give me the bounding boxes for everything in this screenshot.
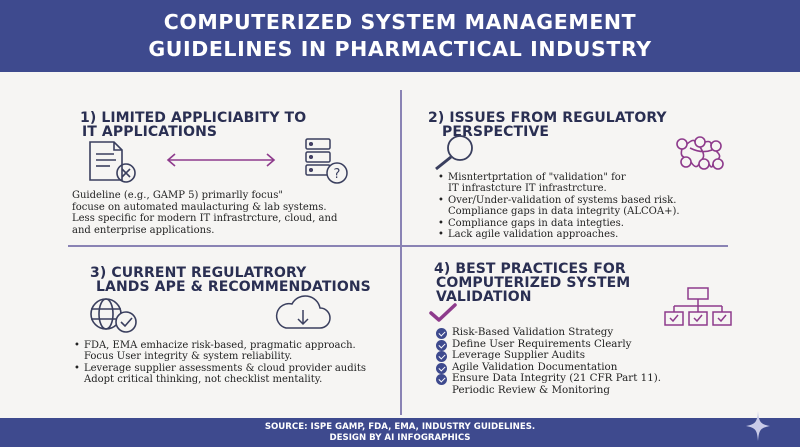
practice-line: Ensure Data Integrity (21 CFR Part 11). xyxy=(452,372,662,385)
list-item: Define User Requirements Clearly xyxy=(436,337,736,351)
practice-line: Leverage Supplier Audits xyxy=(452,349,585,362)
q4-practice-list: Risk-Based Validation Strategy Define Us… xyxy=(436,326,736,397)
checkmark-icon xyxy=(429,303,457,322)
q2-bullet-list: Misntertprtation of "validation" for IT … xyxy=(436,172,736,241)
bullet-line: FDA, EMA emhacize risk-based, pragmatic … xyxy=(84,340,356,351)
q2-heading: 2) ISSUES FROM REGULATORY PERSPECTIVE xyxy=(428,111,728,139)
list-item: Over/Under-validation of systems based r… xyxy=(436,195,736,218)
list-item: Leverage Supplier Audits xyxy=(436,349,736,363)
check-circle-icon xyxy=(436,339,447,351)
bullet-line: Leverage supplier assessments & cloud pr… xyxy=(84,362,366,374)
sparkle-icon xyxy=(746,411,770,441)
vertical-divider xyxy=(400,90,402,415)
bullet-line: Adopt critical thinking, not checklist m… xyxy=(84,374,323,386)
page-title-line2: GUIDELINES IN PHARMACTICAL INDUSTRY xyxy=(148,37,652,61)
practice-line: Risk-Based Validation Strategy xyxy=(452,326,614,338)
magnifier-icon xyxy=(435,135,473,171)
bullet-line: Focus User integrity & system reliabilit… xyxy=(84,351,293,363)
bullet-line: Misntertprtation of "validation" for xyxy=(448,172,626,183)
footer-source: SOURCE: ISPE GAMP, FDA, EMA, INDUSTRY GU… xyxy=(264,422,536,432)
org-chart-icon xyxy=(664,287,732,326)
q4-heading-line3: VALIDATION xyxy=(436,289,532,305)
q3-heading-line2: LANDS APE & RECOMMENDATIONS xyxy=(96,279,371,295)
page-title-line1: COMPUTERIZED SYSTEM MANAGEMENT xyxy=(163,10,637,34)
header-banner: COMPUTERIZED SYSTEM MANAGEMENT GUIDELINE… xyxy=(0,0,800,72)
q2-heading-line1: 2) ISSUES FROM REGULATORY xyxy=(428,110,667,126)
horizontal-divider xyxy=(68,245,728,247)
bullet-line: Compliance gaps in data integrity (ALCOA… xyxy=(448,206,680,218)
cloud-download-icon xyxy=(275,295,331,329)
footer-credit: DESIGN BY AI INFOGRAPHICS xyxy=(329,433,471,443)
practice-line: Agile Validation Documentation xyxy=(452,360,618,373)
double-arrow-icon xyxy=(166,153,276,167)
list-item: Risk-Based Validation Strategy xyxy=(436,326,736,339)
list-item: Agile Validation Documentation xyxy=(436,360,736,374)
check-circle-icon xyxy=(436,351,447,363)
list-item: Lack agile validation approaches. xyxy=(436,229,736,241)
list-item: Leverage supplier assessments & cloud pr… xyxy=(72,363,397,386)
q1-heading: 1) LIMITED APPLICIABITY TO IT APPLICATIO… xyxy=(80,111,390,139)
list-item: Misntertprtation of "validation" for IT … xyxy=(436,172,736,195)
bullet-line: Over/Under-validation of systems based r… xyxy=(448,194,677,206)
bullet-line: Lack agile validation approaches. xyxy=(448,229,619,241)
check-circle-icon xyxy=(436,362,447,374)
q1-heading-line2: IT APPLICATIONS xyxy=(82,124,218,140)
q1-body: Guideline (e.g., GAMP 5) primarlly focus… xyxy=(72,190,392,236)
q1-body-line: and enterprise applications. xyxy=(72,224,215,236)
list-item: FDA, EMA emhacize risk-based, pragmatic … xyxy=(72,340,397,363)
svg-text:?: ? xyxy=(334,167,341,182)
check-circle-icon xyxy=(436,374,447,386)
globe-check-icon xyxy=(90,298,137,333)
q3-heading: 3) CURRENT REGULATRORY LANDS APE & RECOM… xyxy=(72,266,392,294)
footer-banner: SOURCE: ISPE GAMP, FDA, EMA, INDUSTRY GU… xyxy=(0,418,800,447)
q4-heading: 4) BEST PRACTICES FOR COMPUTERIZED SYSTE… xyxy=(428,262,728,304)
server-question-icon: ? xyxy=(305,138,348,184)
q1-body-line: Guideline (e.g., GAMP 5) primarlly focus… xyxy=(72,190,283,201)
q2-heading-line2: PERSPECTIVE xyxy=(442,124,550,140)
list-item: Ensure Data Integrity (21 CFR Part 11).P… xyxy=(436,373,736,396)
q4-heading-line2: COMPUTERIZED SYSTEM xyxy=(436,275,631,291)
check-circle-icon xyxy=(436,328,447,339)
tangled-network-icon xyxy=(676,136,724,170)
document-cross-icon xyxy=(89,141,136,183)
practice-line: Periodic Review & Monitoring xyxy=(452,383,610,396)
q1-heading-line1: 1) LIMITED APPLICIABITY TO xyxy=(80,110,307,126)
q1-body-line: focuse on automated maulacturing & lab s… xyxy=(72,201,327,213)
q3-heading-line1: 3) CURRENT REGULATRORY xyxy=(90,265,307,281)
bullet-line: Compliance gaps in data integties. xyxy=(448,217,624,229)
q1-body-line: Less specific for modern IT infrastrctur… xyxy=(72,213,338,224)
q4-heading-line1: 4) BEST PRACTICES FOR xyxy=(434,261,626,277)
bullet-line: IT infrastcture IT infrastrcture. xyxy=(448,183,607,195)
q3-bullet-list: FDA, EMA emhacize risk-based, pragmatic … xyxy=(72,340,397,386)
practice-line: Define User Requirements Clearly xyxy=(452,337,632,350)
list-item: Compliance gaps in data integties. xyxy=(436,217,736,230)
